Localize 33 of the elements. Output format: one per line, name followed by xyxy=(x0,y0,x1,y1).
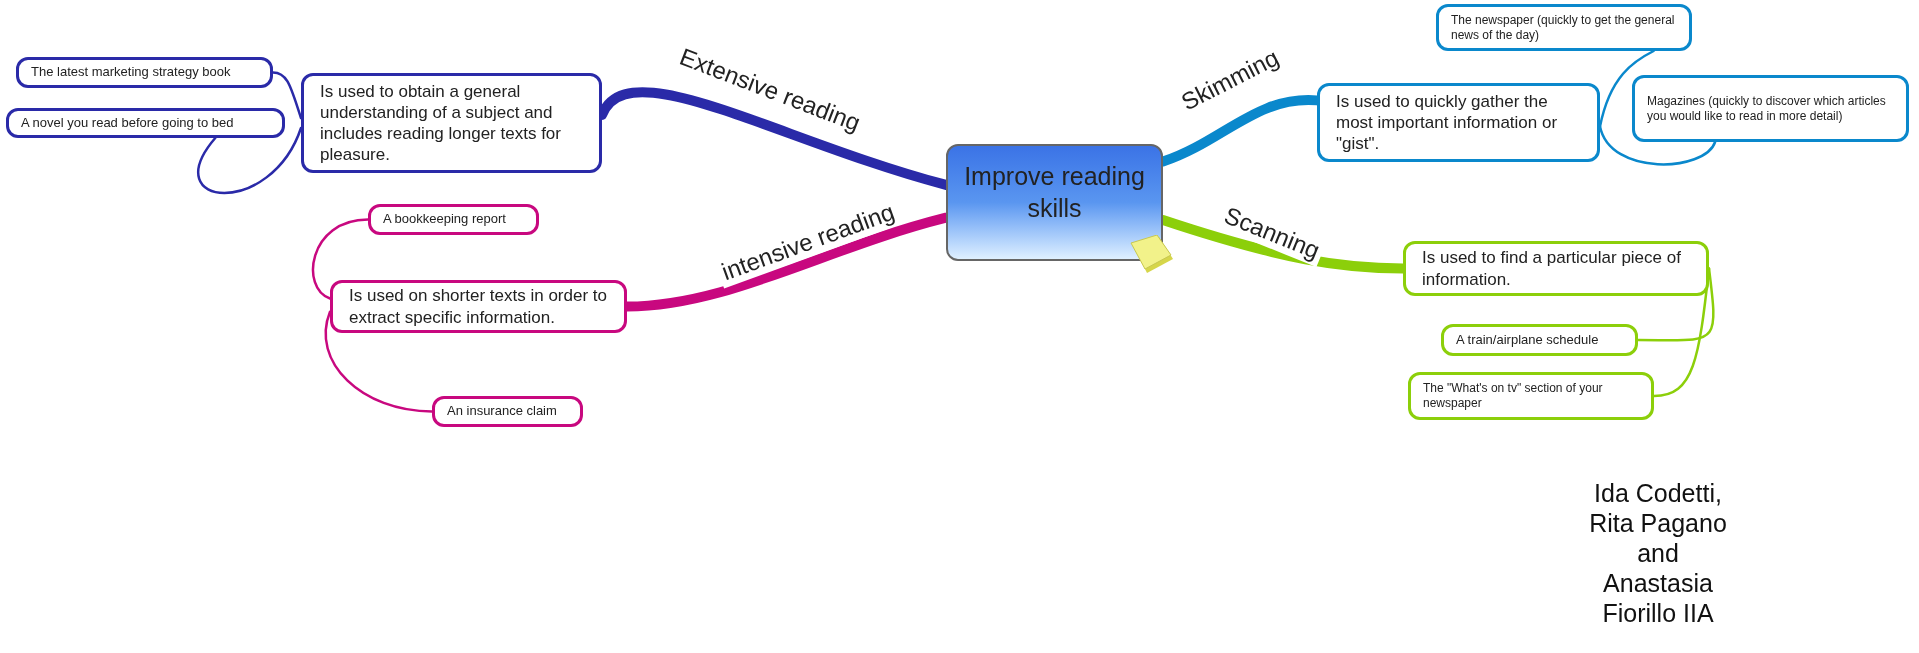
example-text: The newspaper (quickly to get the general news of the day) xyxy=(1451,12,1676,43)
example-text: An insurance claim xyxy=(447,403,557,420)
example-box xyxy=(368,204,539,235)
example-box xyxy=(1408,372,1654,420)
example-text: A novel you read before going to bed xyxy=(21,114,234,132)
description-text: Is used on shorter texts in order to extract specific information. xyxy=(349,285,608,328)
example-box xyxy=(1441,324,1638,356)
example-text: Magazines (quickly to discover which articles you would like to read in more detail) xyxy=(1647,93,1887,124)
description-text: Is used to obtain a general understanding of a subject and includes reading longer texts for pleasure. xyxy=(320,80,562,166)
connector-line xyxy=(271,71,303,120)
description-box xyxy=(301,73,602,173)
connector-line xyxy=(197,126,303,195)
author-credit: Ida Codetti, Rita Pagano and Anastasia Fiorillo IIA xyxy=(1588,478,1728,628)
example-box xyxy=(16,57,273,88)
example-box xyxy=(1436,4,1692,51)
description-text: Is used to find a particular piece of information. xyxy=(1422,247,1682,290)
description-box xyxy=(1403,241,1709,296)
example-text: A train/airplane schedule xyxy=(1456,331,1599,349)
example-box xyxy=(6,108,285,138)
connector-line xyxy=(324,310,434,413)
connector-line xyxy=(1652,267,1711,398)
example-text: A bookkeeping report xyxy=(383,211,506,228)
description-text: Is used to quickly gather the most important information or "gist". xyxy=(1336,90,1559,155)
connector-line xyxy=(1598,125,1717,166)
example-box xyxy=(1632,75,1909,142)
connector-line xyxy=(1598,49,1655,128)
central-topic-text: Improve reading skills xyxy=(963,161,1146,224)
description-box xyxy=(330,280,627,333)
example-text: The "What's on tv" section of your newspaper xyxy=(1423,381,1604,411)
example-box xyxy=(432,396,583,427)
description-box xyxy=(1317,83,1600,162)
example-text: The latest marketing strategy book xyxy=(31,64,231,81)
connector-line xyxy=(311,218,370,300)
